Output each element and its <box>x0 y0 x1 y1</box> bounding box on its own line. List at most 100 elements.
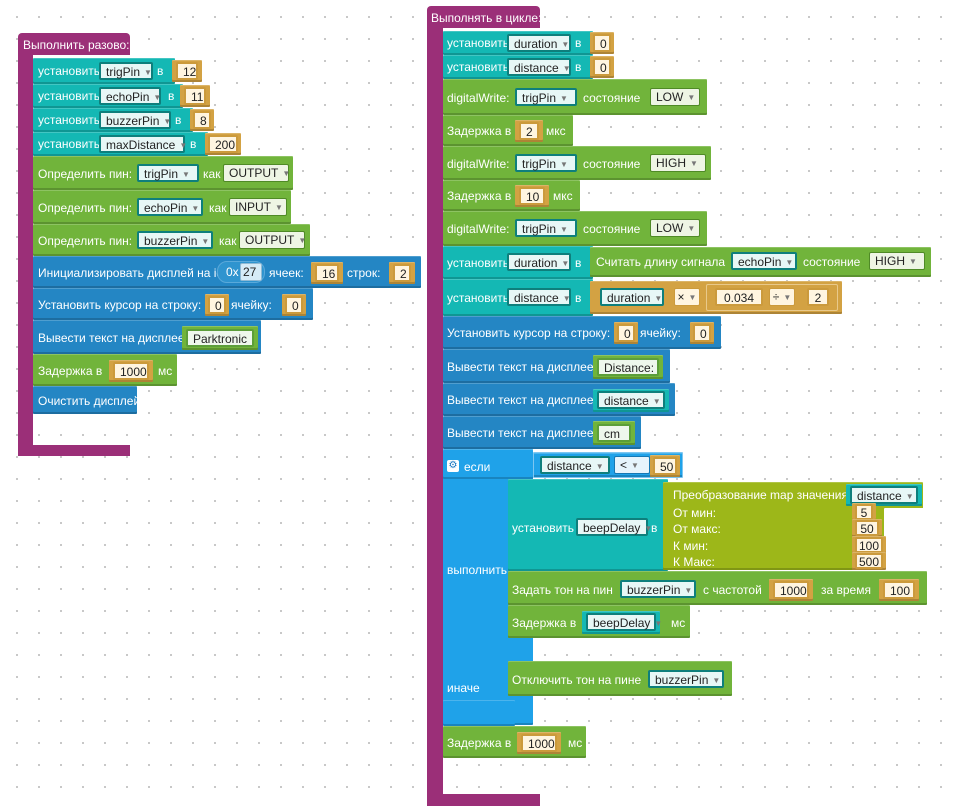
number-field[interactable]: 500 <box>855 553 883 569</box>
pin-trigpin-dropdown[interactable]: trigPin▼ <box>137 164 199 182</box>
pulsein-block[interactable]: Считать длину сигнала echoPin▼ состояние… <box>590 247 931 277</box>
var-duration-dropdown[interactable]: duration▼ <box>507 34 571 52</box>
state-high-dropdown[interactable]: HIGH▼ <box>650 154 706 172</box>
var-beepdelay-dropdown[interactable]: beepDelay▼ <box>586 613 662 631</box>
var-distance-dropdown[interactable]: distance▼ <box>507 288 571 306</box>
mode-input-dropdown[interactable]: INPUT▼ <box>229 198 287 216</box>
loop-hat-block[interactable]: Выполнять в цикле: <box>427 6 541 28</box>
var-name: beepDelay <box>593 616 651 630</box>
number-field[interactable]: 0 <box>693 324 711 342</box>
var-distance-dropdown[interactable]: distance▼ <box>540 456 610 474</box>
text-field[interactable]: Parktronic <box>186 329 254 347</box>
number-field[interactable]: 0 <box>593 34 611 52</box>
var-distance-dropdown[interactable]: distance▼ <box>597 391 665 409</box>
digitalwrite-high-block[interactable]: digitalWrite: trigPin▼ состояние HIGH▼ <box>443 146 711 180</box>
set-duration-block[interactable]: установить duration▼ в <box>443 31 593 55</box>
setup-hat-block[interactable]: Выполнить разово: <box>18 33 130 55</box>
number-field[interactable]: 100 <box>883 581 915 599</box>
pin-echopin-dropdown[interactable]: echoPin▼ <box>137 198 203 216</box>
map-src-block: distance▼ <box>846 484 922 506</box>
set-duration-pulse-block[interactable]: установить duration▼ в <box>443 246 593 279</box>
set-distance-block[interactable]: установить distance▼ в <box>443 55 593 79</box>
number-field[interactable]: 0 <box>285 296 303 314</box>
lcd-init-block[interactable]: Инициализировать дисплей на id: 0x 27 яч… <box>33 256 421 288</box>
var-duration-dropdown[interactable]: duration▼ <box>507 253 571 271</box>
digitalwrite-low-block[interactable]: digitalWrite: trigPin▼ состояние LOW▼ <box>443 79 707 115</box>
number-field[interactable]: 0 <box>208 296 226 314</box>
mode-output-dropdown[interactable]: OUTPUT▼ <box>239 231 306 249</box>
digitalwrite-low2-block[interactable]: digitalWrite: trigPin▼ состояние LOW▼ <box>443 211 707 246</box>
number-field[interactable]: 16 <box>315 264 339 282</box>
set-trigpin-block[interactable]: установить trigPin▼ в <box>33 58 175 84</box>
state-low-dropdown[interactable]: LOW▼ <box>650 88 700 106</box>
pin-buzzerpin-dropdown[interactable]: buzzerPin▼ <box>137 231 213 249</box>
var-echopin-dropdown[interactable]: echoPin▼ <box>99 87 161 105</box>
lcd-cursor-block[interactable]: Установить курсор на строку: ячейку: <box>443 316 721 349</box>
var-buzzerpin-dropdown[interactable]: buzzerPin▼ <box>99 111 171 129</box>
number-field[interactable]: 100 <box>855 537 883 553</box>
var-duration-dropdown[interactable]: duration▼ <box>600 288 664 306</box>
pinmode-echopin-block[interactable]: Определить пин: echoPin▼ как INPUT▼ <box>33 190 291 224</box>
var-trigpin-dropdown[interactable]: trigPin▼ <box>99 62 153 80</box>
pin-trigpin-dropdown[interactable]: trigPin▼ <box>515 154 577 172</box>
pin-buzzerpin-dropdown[interactable]: buzzerPin▼ <box>648 670 724 688</box>
var-distance-dropdown[interactable]: distance▼ <box>850 486 918 504</box>
lcd-id-field[interactable]: 27 <box>240 263 262 281</box>
number-field[interactable]: 50 <box>855 520 879 536</box>
number-field[interactable]: 12 <box>176 62 198 80</box>
delay-1000-block[interactable]: Задержка в мс <box>33 354 177 386</box>
op-less-dropdown[interactable]: <▼ <box>614 456 650 474</box>
var-beepdelay-dropdown[interactable]: beepDelay▼ <box>576 518 652 536</box>
number-field[interactable]: 1000 <box>773 581 809 599</box>
lcd-cursor-block[interactable]: Установить курсор на строку: ячейку: <box>33 288 313 320</box>
number-field[interactable]: 1000 <box>521 734 557 752</box>
pinmode-trigpin-block[interactable]: Определить пин: trigPin▼ как OUTPUT▼ <box>33 156 293 190</box>
number-field[interactable]: 2 <box>393 264 411 282</box>
pin-buzzerpin-dropdown[interactable]: buzzerPin▼ <box>620 580 696 598</box>
number-field[interactable]: 8 <box>193 111 211 129</box>
var-maxdistance-dropdown[interactable]: maxDistance▼ <box>99 135 188 153</box>
pinmode-buzzerpin-block[interactable]: Определить пин: buzzerPin▼ как OUTPUT▼ <box>33 224 310 256</box>
number-field[interactable]: 0 <box>593 58 611 76</box>
number-field[interactable]: 10 <box>519 187 545 205</box>
set-maxdistance-block[interactable]: установить maxDistance▼ в <box>33 132 208 156</box>
state-low-dropdown[interactable]: LOW▼ <box>650 219 700 237</box>
delay-2us-block[interactable]: Задержка в мкс <box>443 115 573 146</box>
set-buzzerpin-block[interactable]: установить buzzerPin▼ в <box>33 108 193 132</box>
dropdown-arrow-icon: ▼ <box>562 64 571 73</box>
op-divide-dropdown[interactable]: ÷▼ <box>769 288 795 306</box>
if-bottom-bar <box>443 700 515 726</box>
text-field[interactable]: Distance: <box>597 358 659 376</box>
delay-1000ms-block[interactable]: Задержка в мс <box>443 726 586 758</box>
number-field[interactable]: 11 <box>184 87 206 105</box>
number-field[interactable]: 1000 <box>113 362 149 380</box>
lcd-clear-block[interactable]: Очистить дисплей <box>33 386 140 414</box>
set-beepdelay-block[interactable]: установить beepDelay▼ в <box>508 479 668 571</box>
number-field[interactable]: 0 <box>617 324 635 342</box>
number-field[interactable]: 2 <box>807 288 829 306</box>
state-high-dropdown[interactable]: HIGH▼ <box>869 252 925 270</box>
set-distance-calc-block[interactable]: установить distance▼ в <box>443 279 593 316</box>
mode-output-dropdown[interactable]: OUTPUT▼ <box>223 164 290 182</box>
pin-trigpin-dropdown[interactable]: trigPin▼ <box>515 219 577 237</box>
tone-block[interactable]: Задать тон на пин buzzerPin▼ с частотой … <box>508 571 927 605</box>
notone-block[interactable]: Отключить тон на пине buzzerPin▼ <box>508 661 732 696</box>
number-field[interactable]: 50 <box>653 457 677 475</box>
number-field[interactable]: 5 <box>855 504 873 520</box>
set-echopin-block[interactable]: установить echoPin▼ в <box>33 84 183 108</box>
pin-echopin-dropdown[interactable]: echoPin▼ <box>731 252 797 270</box>
divide-block[interactable]: 0.034 ÷▼ 2 <box>706 284 838 311</box>
num-1000-block: 1000 <box>109 360 153 382</box>
dropdown-arrow-icon: ▼ <box>631 461 639 470</box>
multiply-block[interactable]: duration▼ ×▼ 0.034 ÷▼ 2 <box>590 281 842 314</box>
pin-trigpin-dropdown[interactable]: trigPin▼ <box>515 88 577 106</box>
gear-icon[interactable]: ⚙ <box>447 460 459 472</box>
op-multiply-dropdown[interactable]: ×▼ <box>674 288 700 306</box>
dropdown-arrow-icon: ▼ <box>179 141 188 150</box>
number-field[interactable]: 2 <box>519 122 539 140</box>
text-field[interactable]: cm <box>597 424 631 442</box>
number-field[interactable]: 200 <box>208 135 238 153</box>
var-distance-dropdown[interactable]: distance▼ <box>507 58 571 76</box>
number-field[interactable]: 0.034 <box>715 288 763 306</box>
delay-10us-block[interactable]: Задержка в мкс <box>443 180 580 211</box>
